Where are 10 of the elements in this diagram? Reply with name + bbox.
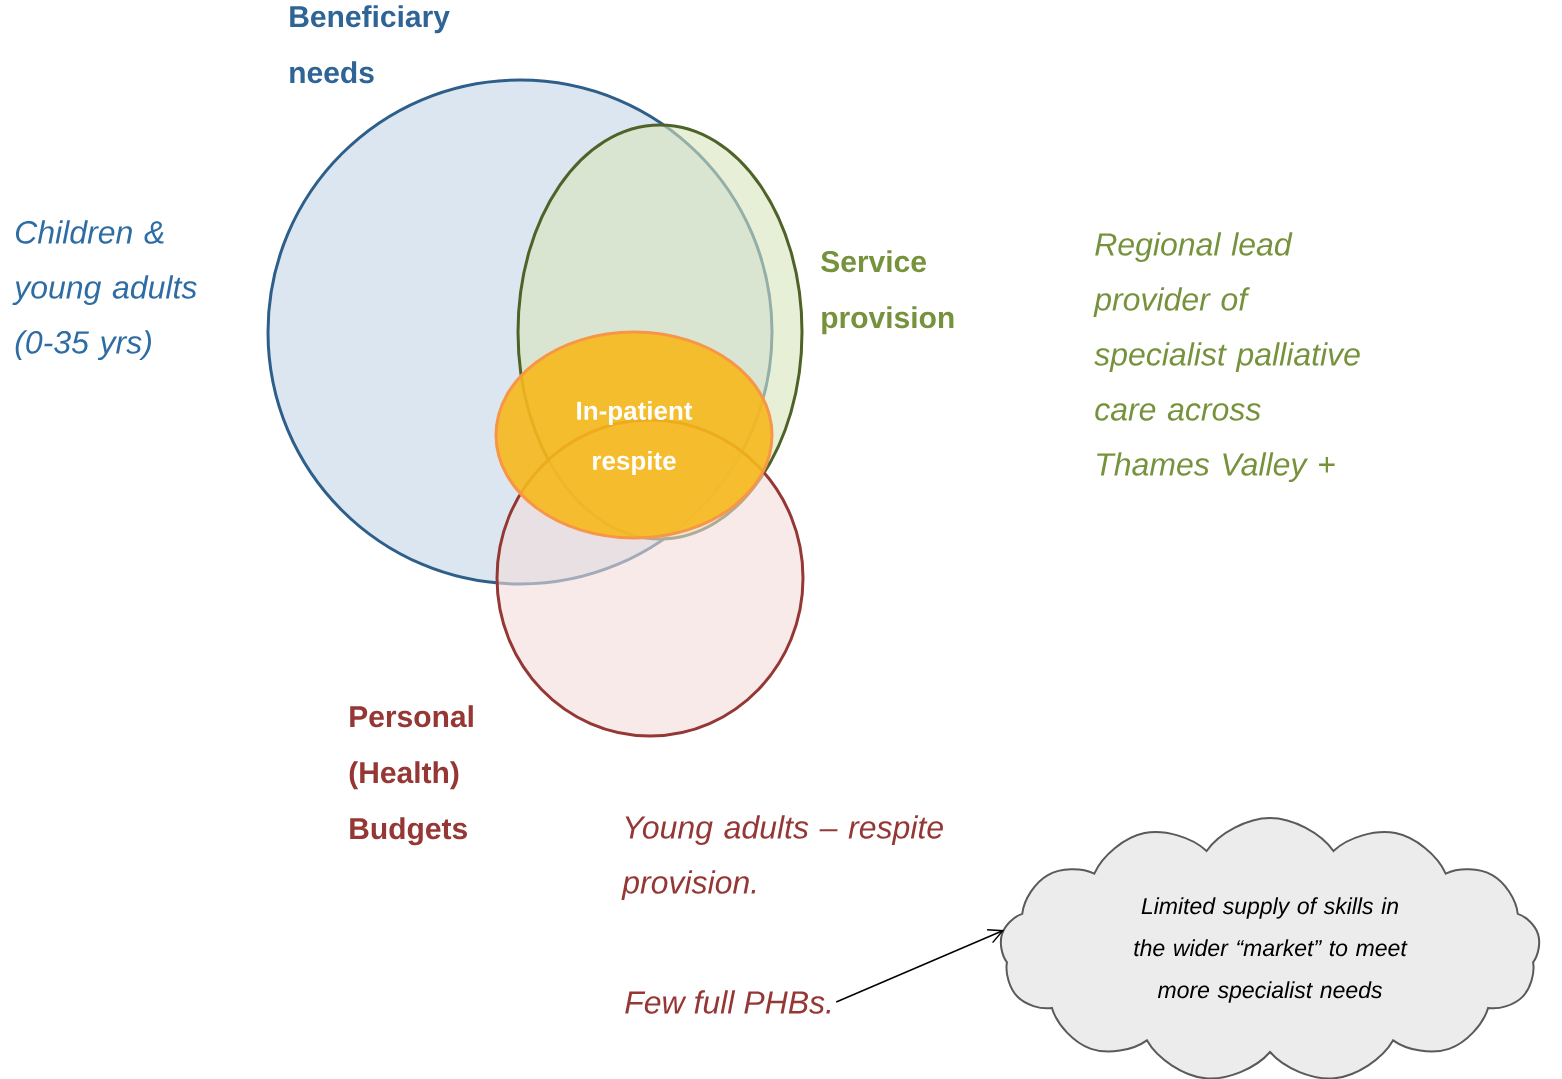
annotation-text: Children & young adults (0-35 yrs): [12, 220, 197, 361]
arrow: [835, 929, 1005, 1003]
note-text: Few full PHBs.: [625, 990, 831, 1014]
annotation-text: Regional lead provider of specialist palliative care across Thames Valley +: [1093, 232, 1360, 483]
annotation-text: Young adults – respite provision.: [621, 815, 943, 901]
shape-label: In-patient respite: [577, 400, 693, 476]
circle-heading: Beneficiary needs: [290, 5, 450, 84]
circle-heading: Personal (Health) Budgets: [349, 705, 473, 846]
circle-heading: Service provision: [821, 250, 954, 335]
thought-cloud: Limited supply of skills in the wider “market” to meet more specialist needs: [999, 816, 1541, 1079]
